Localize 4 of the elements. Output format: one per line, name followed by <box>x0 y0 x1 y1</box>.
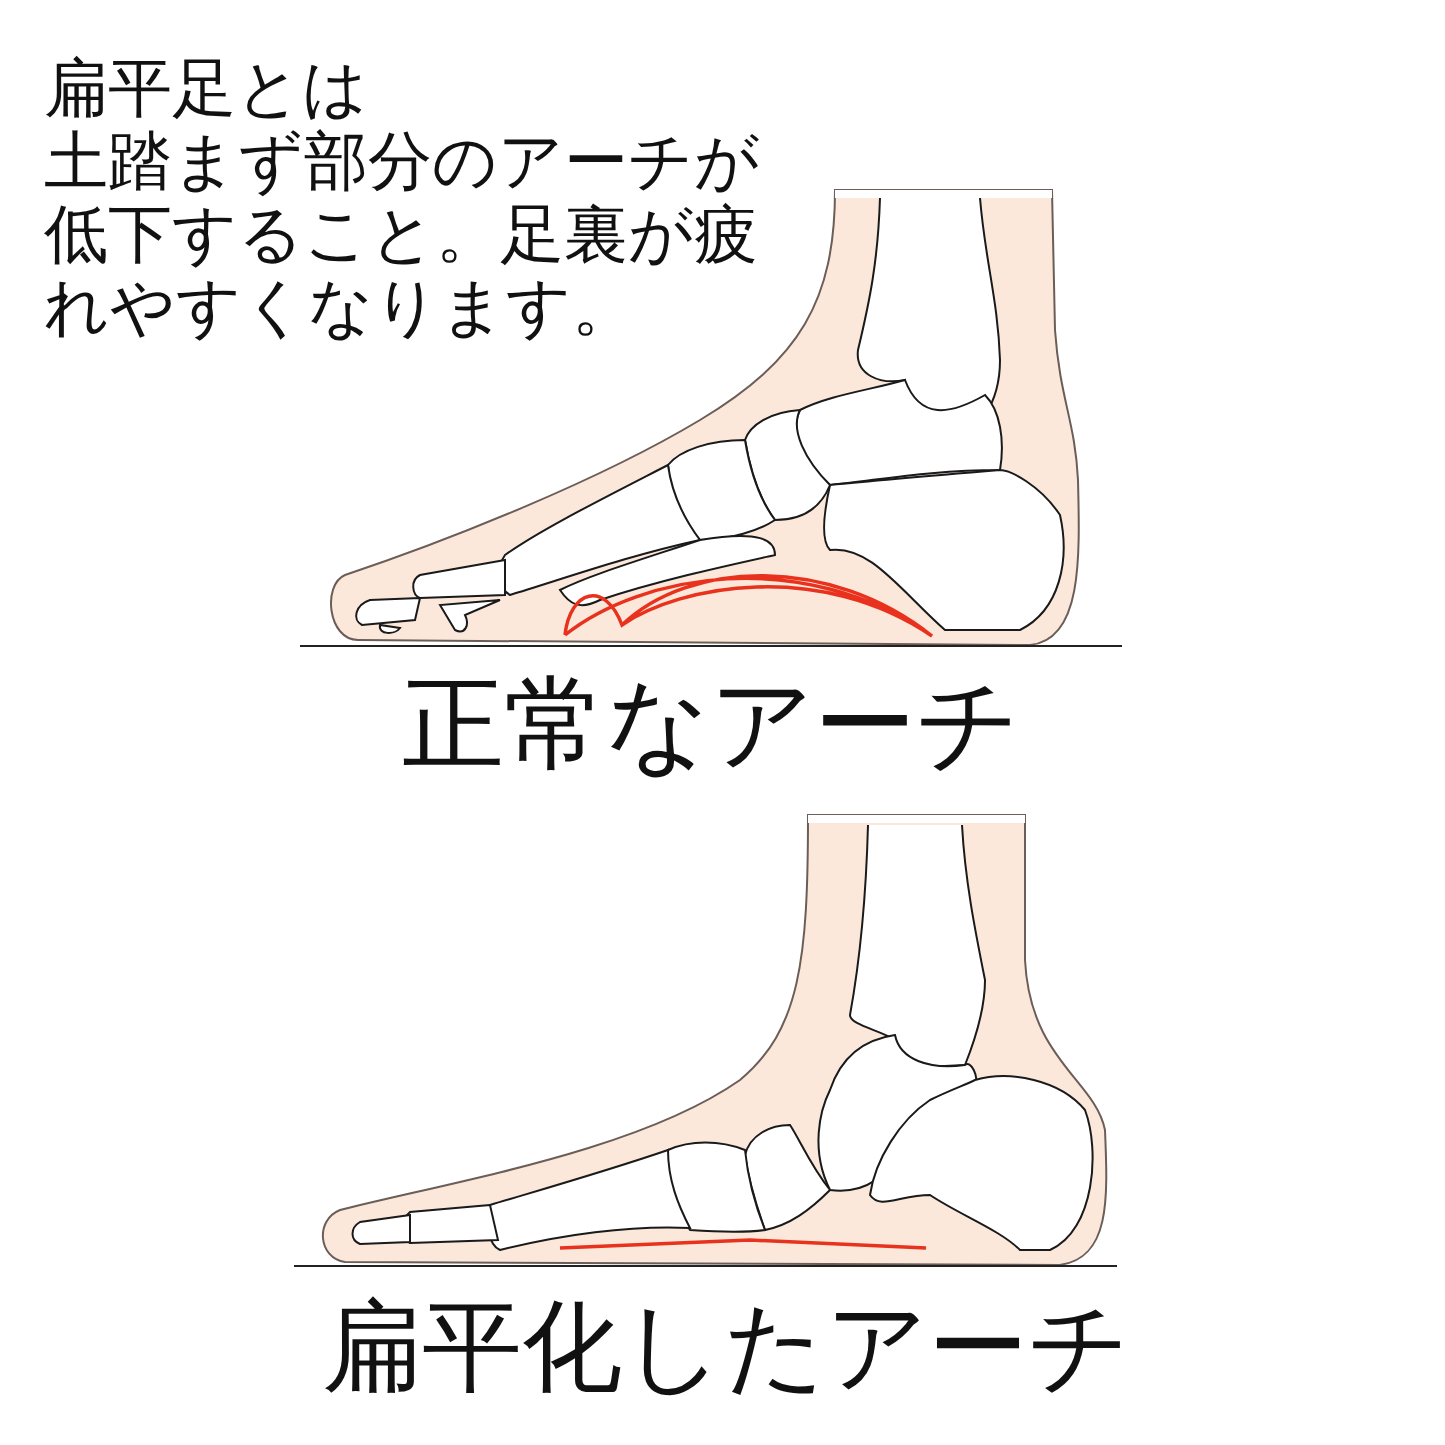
caption: 正常なアーチ <box>402 668 1020 781</box>
heading: 扁平足とは <box>44 52 369 125</box>
caption: 扁平化したアーチ <box>322 1292 1130 1402</box>
description-text: 土踏まず部分のアーチが低下すること。足裏が疲れやすくなります。 <box>44 125 761 344</box>
